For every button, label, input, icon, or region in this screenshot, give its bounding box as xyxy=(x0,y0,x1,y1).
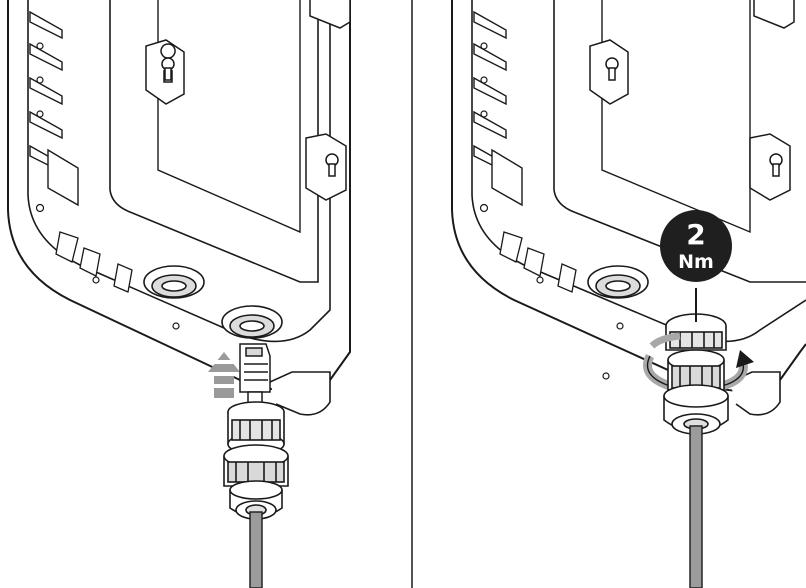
top-tab-right xyxy=(754,0,794,28)
torque-value: 2 xyxy=(686,218,705,251)
cable-gland-left xyxy=(224,402,288,519)
rj45-connector-icon xyxy=(240,344,270,406)
torque-badge: 2 Nm xyxy=(660,210,732,282)
keyhole-bracket-right-top xyxy=(590,40,628,104)
gland-hole-left-2 xyxy=(222,306,282,338)
gland-hole-right-1 xyxy=(588,266,648,298)
keyhole-bracket-left-bottom xyxy=(306,134,346,200)
cable-right xyxy=(690,426,702,588)
cable-left xyxy=(250,512,262,588)
gland-body-right xyxy=(664,350,728,434)
gland-hole-left-1 xyxy=(144,266,204,298)
panel-left xyxy=(8,0,350,588)
keyhole-bracket-left-top xyxy=(146,40,184,104)
torque-unit: Nm xyxy=(678,251,714,273)
panel-right: 2 Nm xyxy=(452,0,806,588)
keyhole-bracket-right-bottom xyxy=(750,134,790,200)
